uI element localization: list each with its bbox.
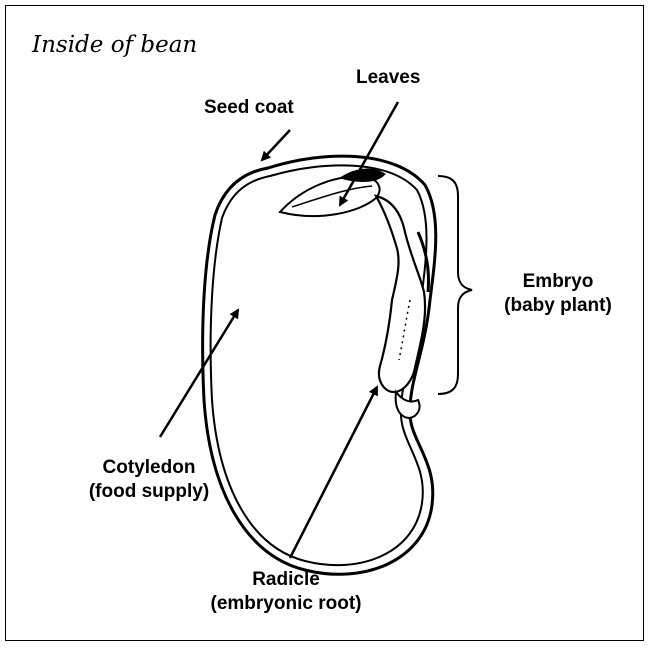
embryo-leaves — [280, 176, 380, 216]
radicle-label-title: Radicle — [196, 568, 376, 592]
seed-coat-label: Seed coat — [204, 96, 294, 120]
leaves-label: Leaves — [356, 66, 420, 90]
radicle-arrow — [290, 387, 377, 558]
cotyledon-label: Cotyledon (food supply) — [64, 456, 234, 504]
embryo-bracket — [438, 176, 472, 394]
seed-coat-arrow — [262, 130, 290, 160]
radicle-tip — [396, 392, 420, 418]
embryo-leaves-top — [340, 169, 385, 181]
cotyledon-label-title: Cotyledon — [64, 456, 234, 480]
radicle-label-sub: (embryonic root) — [196, 592, 376, 616]
cotyledon-arrow — [160, 310, 238, 437]
embryo-label-sub: (baby plant) — [490, 294, 626, 318]
cotyledon-label-sub: (food supply) — [64, 480, 234, 504]
embryo-label: Embryo (baby plant) — [490, 270, 626, 318]
radicle-label: Radicle (embryonic root) — [196, 568, 376, 616]
embryo-label-title: Embryo — [490, 270, 626, 294]
